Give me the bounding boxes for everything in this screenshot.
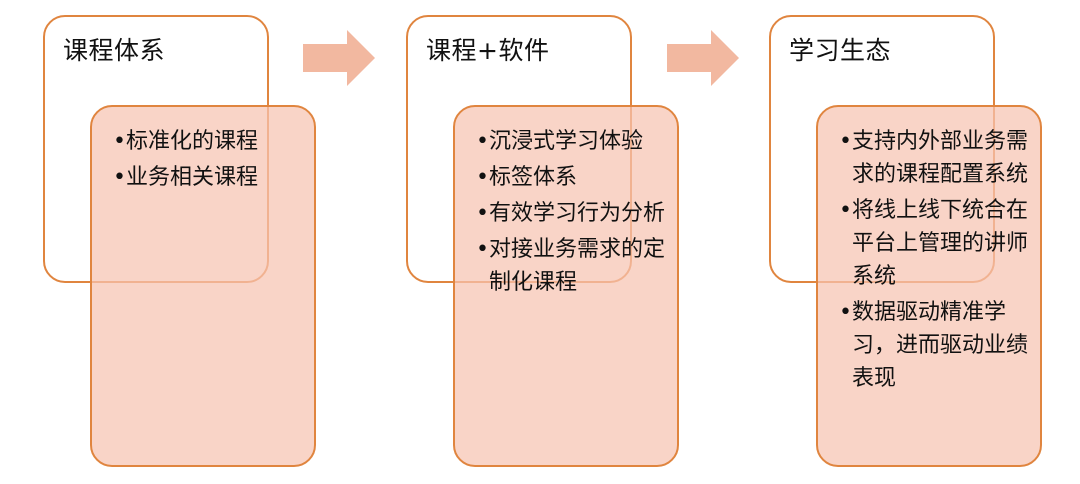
bullet-glyph: • bbox=[839, 129, 852, 154]
bullet-glyph: • bbox=[476, 129, 489, 154]
stage-3-title: 学习生态 bbox=[789, 36, 892, 65]
stage-1-inner-box: •标准化的课程 •业务相关课程 bbox=[90, 105, 316, 467]
bullet-glyph: • bbox=[476, 237, 489, 262]
bullet-glyph: • bbox=[476, 201, 489, 226]
bullet-item: •支持内外部业务需求的课程配置系统 bbox=[839, 125, 1028, 191]
bullet-item: •标准化的课程 bbox=[113, 125, 302, 158]
stage-3-bullet-list: •支持内外部业务需求的课程配置系统 •将线上线下统合在平台上管理的讲师系统 •数… bbox=[818, 107, 1040, 395]
bullet-item: •对接业务需求的定制化课程 bbox=[476, 233, 665, 299]
bullet-item: •将线上线下统合在平台上管理的讲师系统 bbox=[839, 194, 1028, 293]
bullet-item: •标签体系 bbox=[476, 161, 665, 194]
stage-1-title: 课程体系 bbox=[63, 36, 166, 65]
bullet-item: •业务相关课程 bbox=[113, 161, 302, 194]
bullet-glyph: • bbox=[113, 129, 126, 154]
bullet-item: •沉浸式学习体验 bbox=[476, 125, 665, 158]
bullet-glyph: • bbox=[476, 165, 489, 190]
bullet-item: •数据驱动精准学习，进而驱动业绩表现 bbox=[839, 296, 1028, 395]
right-arrow-icon bbox=[667, 30, 739, 86]
bullet-glyph: • bbox=[113, 165, 126, 190]
right-arrow-icon bbox=[303, 30, 375, 86]
stage-2-title: 课程+软件 bbox=[426, 36, 550, 65]
bullet-item: •有效学习行为分析 bbox=[476, 197, 665, 230]
stage-2-bullet-list: •沉浸式学习体验 •标签体系 •有效学习行为分析 •对接业务需求的定制化课程 bbox=[455, 107, 677, 299]
stage-2-inner-box: •沉浸式学习体验 •标签体系 •有效学习行为分析 •对接业务需求的定制化课程 bbox=[453, 105, 679, 467]
stage-1-bullet-list: •标准化的课程 •业务相关课程 bbox=[92, 107, 314, 194]
bullet-glyph: • bbox=[839, 198, 852, 223]
bullet-glyph: • bbox=[839, 300, 852, 325]
stage-3-inner-box: •支持内外部业务需求的课程配置系统 •将线上线下统合在平台上管理的讲师系统 •数… bbox=[816, 105, 1042, 467]
